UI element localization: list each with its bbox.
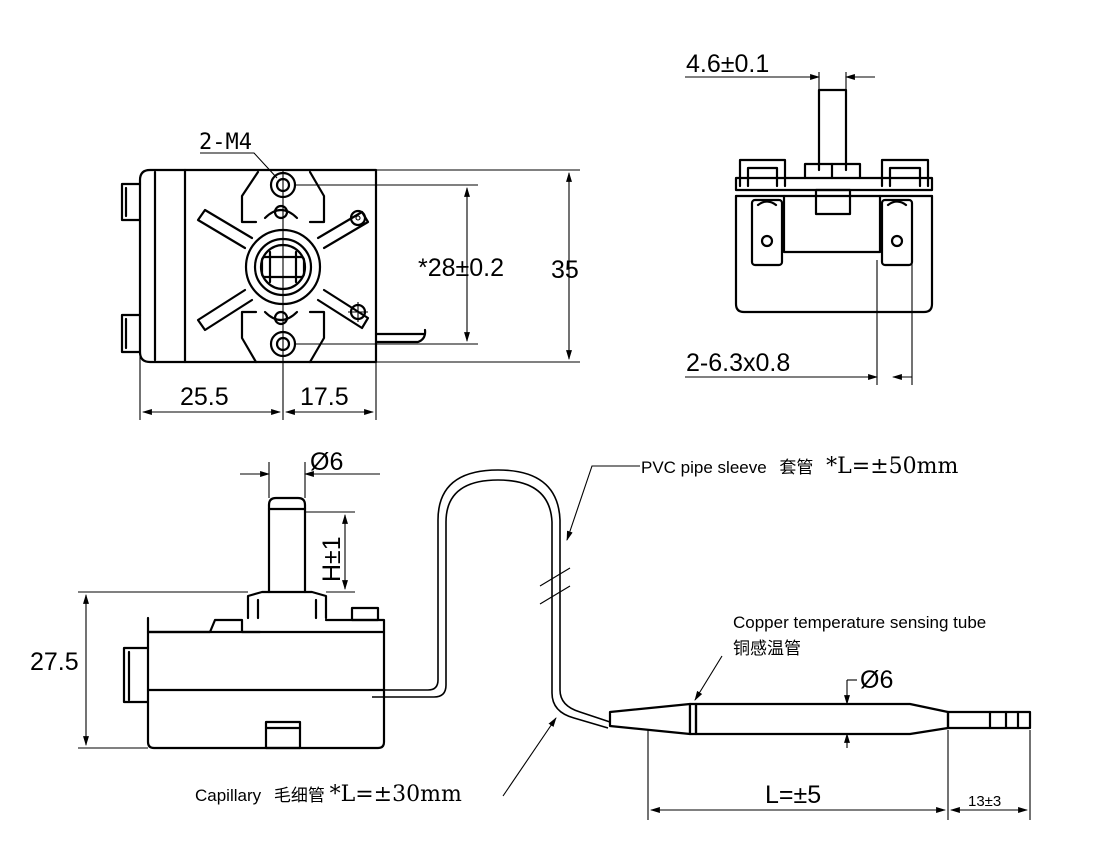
sensing-tube-cn: 铜感温管: [733, 639, 801, 658]
pvc-sleeve-en: PVC pipe sleeve: [641, 458, 767, 477]
tube-diameter-dim: Ø6: [860, 666, 893, 694]
width-right-dim: 17.5: [300, 383, 349, 411]
capillary-cn: 毛细管: [274, 786, 325, 805]
width-left-dim: 25.5: [180, 383, 229, 411]
shaft-flat-dim: 4.6±0.1: [686, 50, 769, 78]
height-dim: 35: [551, 256, 579, 284]
capillary-en: Capillary: [195, 786, 262, 805]
terminal-dim: 2-6.3x0.8: [686, 349, 790, 377]
hole-spacing-dim: *28±0.2: [418, 254, 504, 282]
tip-length-dim: 13±3: [968, 793, 1001, 810]
sensing-tube-en: Copper temperature sensing tube: [733, 613, 986, 632]
tube-length-dim: L=±5: [765, 781, 821, 809]
shaft-height-dim: H±1: [318, 536, 346, 582]
pvc-sleeve-cn: 套管: [779, 458, 813, 477]
shaft-diameter-dim: Ø6: [310, 448, 343, 476]
pvc-sleeve-label: PVC pipe sleeve 套管 *L=±50mm: [641, 454, 958, 479]
side-view: 4.6±0.1 2-6.3x0.8: [685, 50, 934, 385]
capillary-label: Capillary 毛细管 *L=±30mm: [195, 782, 462, 807]
top-view: 2-M4 *28±0.2 35 25.5 17.5: [120, 130, 580, 420]
front-view: Ø6 H±1 27.5 PVC pipe sleeve 套管 *L=±50mm …: [30, 448, 1032, 820]
body-height-dim: 27.5: [30, 648, 79, 676]
capillary-length: *L=±30mm: [330, 782, 462, 807]
hole-callout: 2-M4: [199, 130, 252, 155]
pvc-sleeve-length: *L=±50mm: [826, 454, 958, 479]
